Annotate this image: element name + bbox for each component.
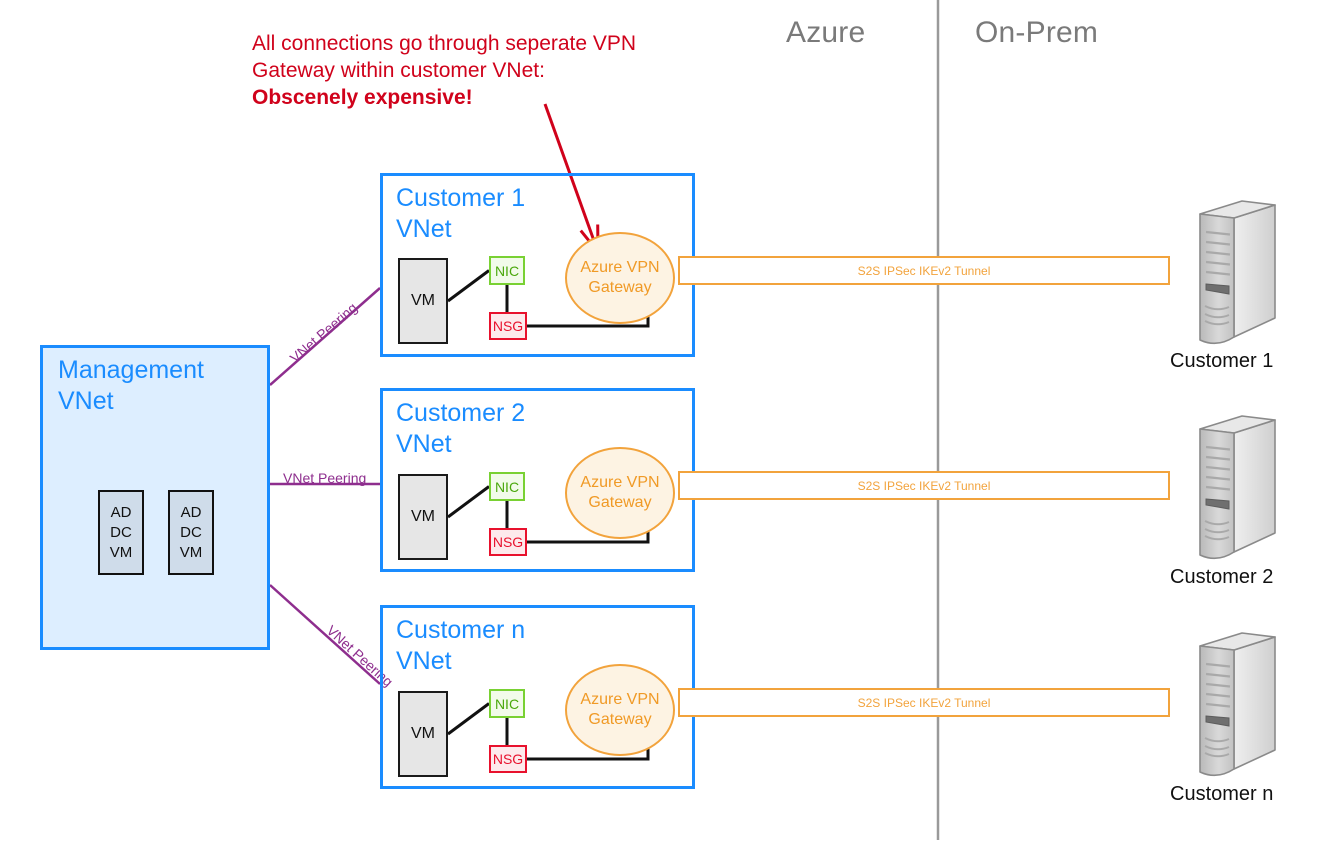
customer-vnet-title-line-2: VNet: [396, 430, 452, 458]
customer-vnet-title-line-1: Customer n: [396, 616, 526, 644]
customer-nic-box-3[interactable]: NIC: [489, 689, 525, 718]
ad-dc-vm-label-line-1: AD: [180, 503, 202, 521]
server-vent-slot-4: [1205, 692, 1231, 698]
server-vent-slot-5: [1205, 270, 1231, 276]
ad-dc-vm-label-line-1: AD: [110, 503, 132, 521]
customer-vm-box-1[interactable]: VM: [398, 258, 448, 344]
vnet-peering-label-2: VNet Peering: [283, 470, 367, 486]
vm-to-nic-link: [447, 485, 490, 519]
azure-vpn-gateway-2[interactable]: Azure VPN Gateway: [565, 447, 675, 539]
management-vnet-title-line-2: VNet: [58, 387, 114, 415]
s2s-tunnel-2[interactable]: S2S IPSec IKEv2 Tunnel: [678, 471, 1170, 500]
customer-vnet-title-line-1: Customer 2: [396, 399, 526, 427]
annotation-line-3-emphasis: Obscenely expensive!: [252, 86, 473, 109]
vnet-peering-line-1: [269, 287, 381, 386]
server-side-face: [1233, 636, 1276, 770]
ad-dc-vm-label-line-2: DC: [180, 523, 202, 541]
server-vent-slot-1: [1205, 230, 1231, 236]
customer-vnet-title-3: Customer n VNet: [396, 615, 525, 677]
nsg-to-gateway-link: [527, 316, 650, 328]
annotation-line-1: All connections go through seperate VPN: [252, 32, 637, 55]
server-vent-slot-3: [1205, 682, 1231, 688]
ad-dc-vm-label-line-3: VM: [179, 543, 203, 561]
onprem-server-icon-1[interactable]: [1172, 200, 1282, 355]
server-drive-bay: [1205, 498, 1230, 510]
ad-dc-vm-box-2[interactable]: AD DC VM: [168, 490, 214, 575]
server-vent-slot-5: [1205, 702, 1231, 708]
server-front-face: [1199, 213, 1235, 345]
customer-vnet-title-2: Customer 2 VNet: [396, 398, 525, 460]
server-lower-vent-3: [1204, 535, 1230, 541]
server-drive-bay: [1205, 715, 1230, 727]
gateway-label-line-2: Gateway: [588, 711, 652, 728]
ad-dc-vm-label-line-2: DC: [110, 523, 132, 541]
zone-label-azure: Azure: [786, 16, 866, 49]
annotation-line-2: Gateway within customer VNet:: [252, 59, 545, 82]
customer-vm-box-3[interactable]: VM: [398, 691, 448, 777]
server-lower-vent-1: [1204, 520, 1230, 526]
server-lower-vent-2: [1204, 745, 1230, 751]
vnet-peering-line-3: [269, 584, 381, 685]
s2s-tunnel-1[interactable]: S2S IPSec IKEv2 Tunnel: [678, 256, 1170, 285]
gateway-label-line-1: Azure VPN: [580, 474, 660, 491]
server-vent-slot-2: [1205, 240, 1231, 246]
server-lower-vent-3: [1204, 752, 1230, 758]
azure-vpn-gateway-3[interactable]: Azure VPN Gateway: [565, 664, 675, 756]
customer-nsg-box-2[interactable]: NSG: [489, 528, 527, 556]
ad-dc-vm-box-1[interactable]: AD DC VM: [98, 490, 144, 575]
server-front-face: [1199, 645, 1235, 777]
onprem-server-label-3: Customer n: [1170, 783, 1274, 805]
gateway-label-line-1: Azure VPN: [580, 691, 660, 708]
management-vnet-title-line-1: Management: [58, 356, 204, 384]
onprem-server-label-2: Customer 2: [1170, 566, 1274, 588]
vm-to-nic-link: [447, 702, 490, 736]
customer-nsg-box-1[interactable]: NSG: [489, 312, 527, 340]
zone-label-on-prem: On-Prem: [975, 16, 1099, 49]
gateway-label-line-2: Gateway: [588, 494, 652, 511]
azure-vpn-gateway-1[interactable]: Azure VPN Gateway: [565, 232, 675, 324]
server-lower-vent-3: [1204, 320, 1230, 326]
annotation-text: All connections go through seperate VPN G…: [252, 30, 636, 111]
nsg-to-gateway-link: [527, 531, 650, 544]
customer-vnet-title-line-2: VNet: [396, 647, 452, 675]
server-vent-slot-2: [1205, 672, 1231, 678]
customer-vm-box-2[interactable]: VM: [398, 474, 448, 560]
server-vent-slot-4: [1205, 475, 1231, 481]
customer-nic-box-2[interactable]: NIC: [489, 472, 525, 501]
server-vent-slot-1: [1205, 445, 1231, 451]
server-lower-vent-1: [1204, 737, 1230, 743]
gateway-label-line-2: Gateway: [588, 279, 652, 296]
customer-nic-box-1[interactable]: NIC: [489, 256, 525, 285]
server-lower-vent-1: [1204, 305, 1230, 311]
management-vnet-box: [40, 345, 270, 650]
server-vent-slot-5: [1205, 485, 1231, 491]
onprem-server-icon-2[interactable]: [1172, 415, 1282, 570]
server-vent-slot-3: [1205, 465, 1231, 471]
customer-vnet-title-line-2: VNet: [396, 215, 452, 243]
vm-to-nic-link: [447, 269, 490, 303]
customer-vnet-title-line-1: Customer 1: [396, 184, 526, 212]
customer-nsg-box-3[interactable]: NSG: [489, 745, 527, 773]
annotation-arrow-shaft: [543, 103, 600, 253]
server-lower-vent-2: [1204, 313, 1230, 319]
gateway-label-line-1: Azure VPN: [580, 259, 660, 276]
server-vent-slot-2: [1205, 455, 1231, 461]
server-drive-bay: [1205, 283, 1230, 295]
nsg-to-gateway-link: [527, 748, 650, 761]
onprem-server-label-1: Customer 1: [1170, 350, 1274, 372]
server-vent-slot-3: [1205, 250, 1231, 256]
server-vent-slot-1: [1205, 662, 1231, 668]
server-lower-vent-2: [1204, 528, 1230, 534]
customer-vnet-title-1: Customer 1 VNet: [396, 183, 525, 245]
s2s-tunnel-3[interactable]: S2S IPSec IKEv2 Tunnel: [678, 688, 1170, 717]
ad-dc-vm-label-line-3: VM: [109, 543, 133, 561]
onprem-server-icon-3[interactable]: [1172, 632, 1282, 787]
server-vent-slot-4: [1205, 260, 1231, 266]
server-front-face: [1199, 428, 1235, 560]
